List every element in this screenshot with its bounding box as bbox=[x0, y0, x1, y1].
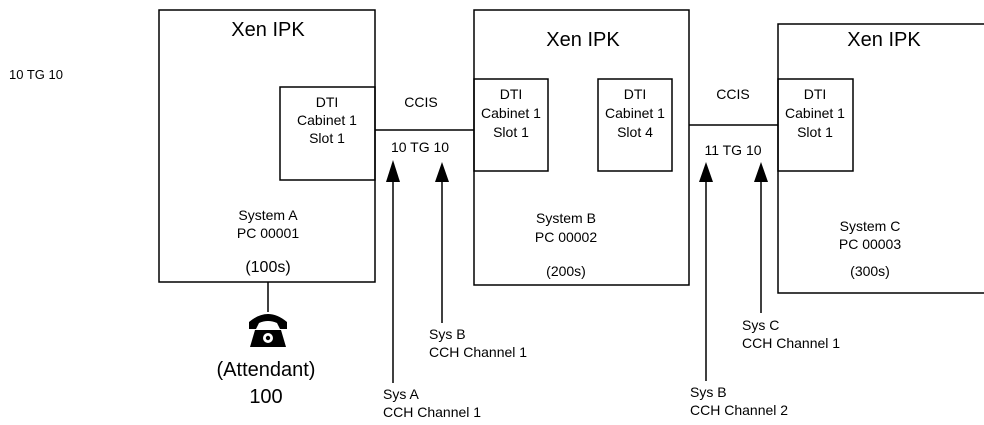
system-a-box bbox=[158, 9, 376, 283]
arrow-sys-b-cch2 bbox=[699, 162, 713, 381]
system-b-pc: PC 00002 bbox=[535, 229, 597, 245]
system-b-dti-left-line-1: DTI bbox=[500, 86, 523, 102]
system-c-dti-line-3: Slot 1 bbox=[797, 124, 833, 140]
system-a-range: (100s) bbox=[245, 259, 290, 276]
ccis-label-ab: CCIS bbox=[404, 94, 437, 110]
arrow-label-sys-b1-line-2: CCH Channel 1 bbox=[429, 344, 527, 360]
system-c-name: System C bbox=[840, 218, 901, 234]
side-trunk-label: 10 TG 10 bbox=[9, 67, 63, 82]
system-a-dti-line-3: Slot 1 bbox=[309, 130, 345, 146]
system-b: Xen IPK DTI Cabinet 1 Slot 1 DTI Cabinet… bbox=[473, 9, 690, 286]
system-b-dti-right-line-2: Cabinet 1 bbox=[605, 105, 665, 121]
arrow-label-sys-a-line-1: Sys A bbox=[383, 386, 419, 402]
arrow-label-sys-c-line-1: Sys C bbox=[742, 317, 779, 333]
system-b-dti-left-line-2: Cabinet 1 bbox=[481, 105, 541, 121]
arrow-label-sys-c-line-2: CCH Channel 1 bbox=[742, 335, 840, 351]
system-a-pc: PC 00001 bbox=[237, 225, 299, 241]
system-b-range: (200s) bbox=[546, 263, 586, 279]
system-b-dti-right-box bbox=[597, 78, 673, 172]
arrow-sys-c-cch1 bbox=[754, 162, 768, 313]
system-a-name: System A bbox=[238, 207, 298, 223]
system-c-range: (300s) bbox=[850, 263, 890, 279]
system-a-dti-box bbox=[279, 86, 376, 181]
system-c-pc: PC 00003 bbox=[839, 236, 901, 252]
system-a-dti-line-1: DTI bbox=[316, 94, 339, 110]
system-c-box bbox=[777, 23, 984, 294]
system-b-title: Xen IPK bbox=[546, 29, 620, 51]
system-a-dti-line-2: Cabinet 1 bbox=[297, 112, 357, 128]
trunk-label-ab: 10 TG 10 bbox=[391, 139, 449, 155]
attendant-label: (Attendant) bbox=[217, 359, 316, 381]
system-a: Xen IPK DTI Cabinet 1 Slot 1 System A PC… bbox=[158, 9, 376, 283]
arrow-label-sys-b2-line-1: Sys B bbox=[690, 384, 727, 400]
system-b-dti-left-box bbox=[473, 78, 549, 172]
system-b-dti-right-line-3: Slot 4 bbox=[617, 124, 653, 140]
arrow-label-sys-b1-line-1: Sys B bbox=[429, 326, 466, 342]
system-b-dti-left-line-3: Slot 1 bbox=[493, 124, 529, 140]
system-b-name: System B bbox=[536, 210, 596, 226]
system-c-dti-box bbox=[777, 78, 854, 172]
attendant-number: 100 bbox=[249, 386, 282, 408]
system-c-dti-line-2: Cabinet 1 bbox=[785, 105, 845, 121]
trunk-label-bc: 11 TG 10 bbox=[704, 142, 761, 158]
telephone-icon bbox=[249, 314, 287, 347]
arrow-label-sys-b2-line-2: CCH Channel 2 bbox=[690, 402, 788, 418]
system-b-dti-right-line-1: DTI bbox=[624, 86, 647, 102]
system-c: Xen IPK DTI Cabinet 1 Slot 1 System C PC… bbox=[777, 23, 984, 294]
arrow-label-sys-a-line-2: CCH Channel 1 bbox=[383, 404, 481, 420]
system-c-title: Xen IPK bbox=[847, 29, 921, 51]
system-c-dti-line-1: DTI bbox=[804, 86, 827, 102]
arrow-sys-b-cch1 bbox=[435, 162, 449, 323]
ccis-label-bc: CCIS bbox=[716, 86, 749, 102]
system-a-title: Xen IPK bbox=[231, 19, 305, 41]
arrow-sys-a-cch1 bbox=[386, 160, 400, 383]
